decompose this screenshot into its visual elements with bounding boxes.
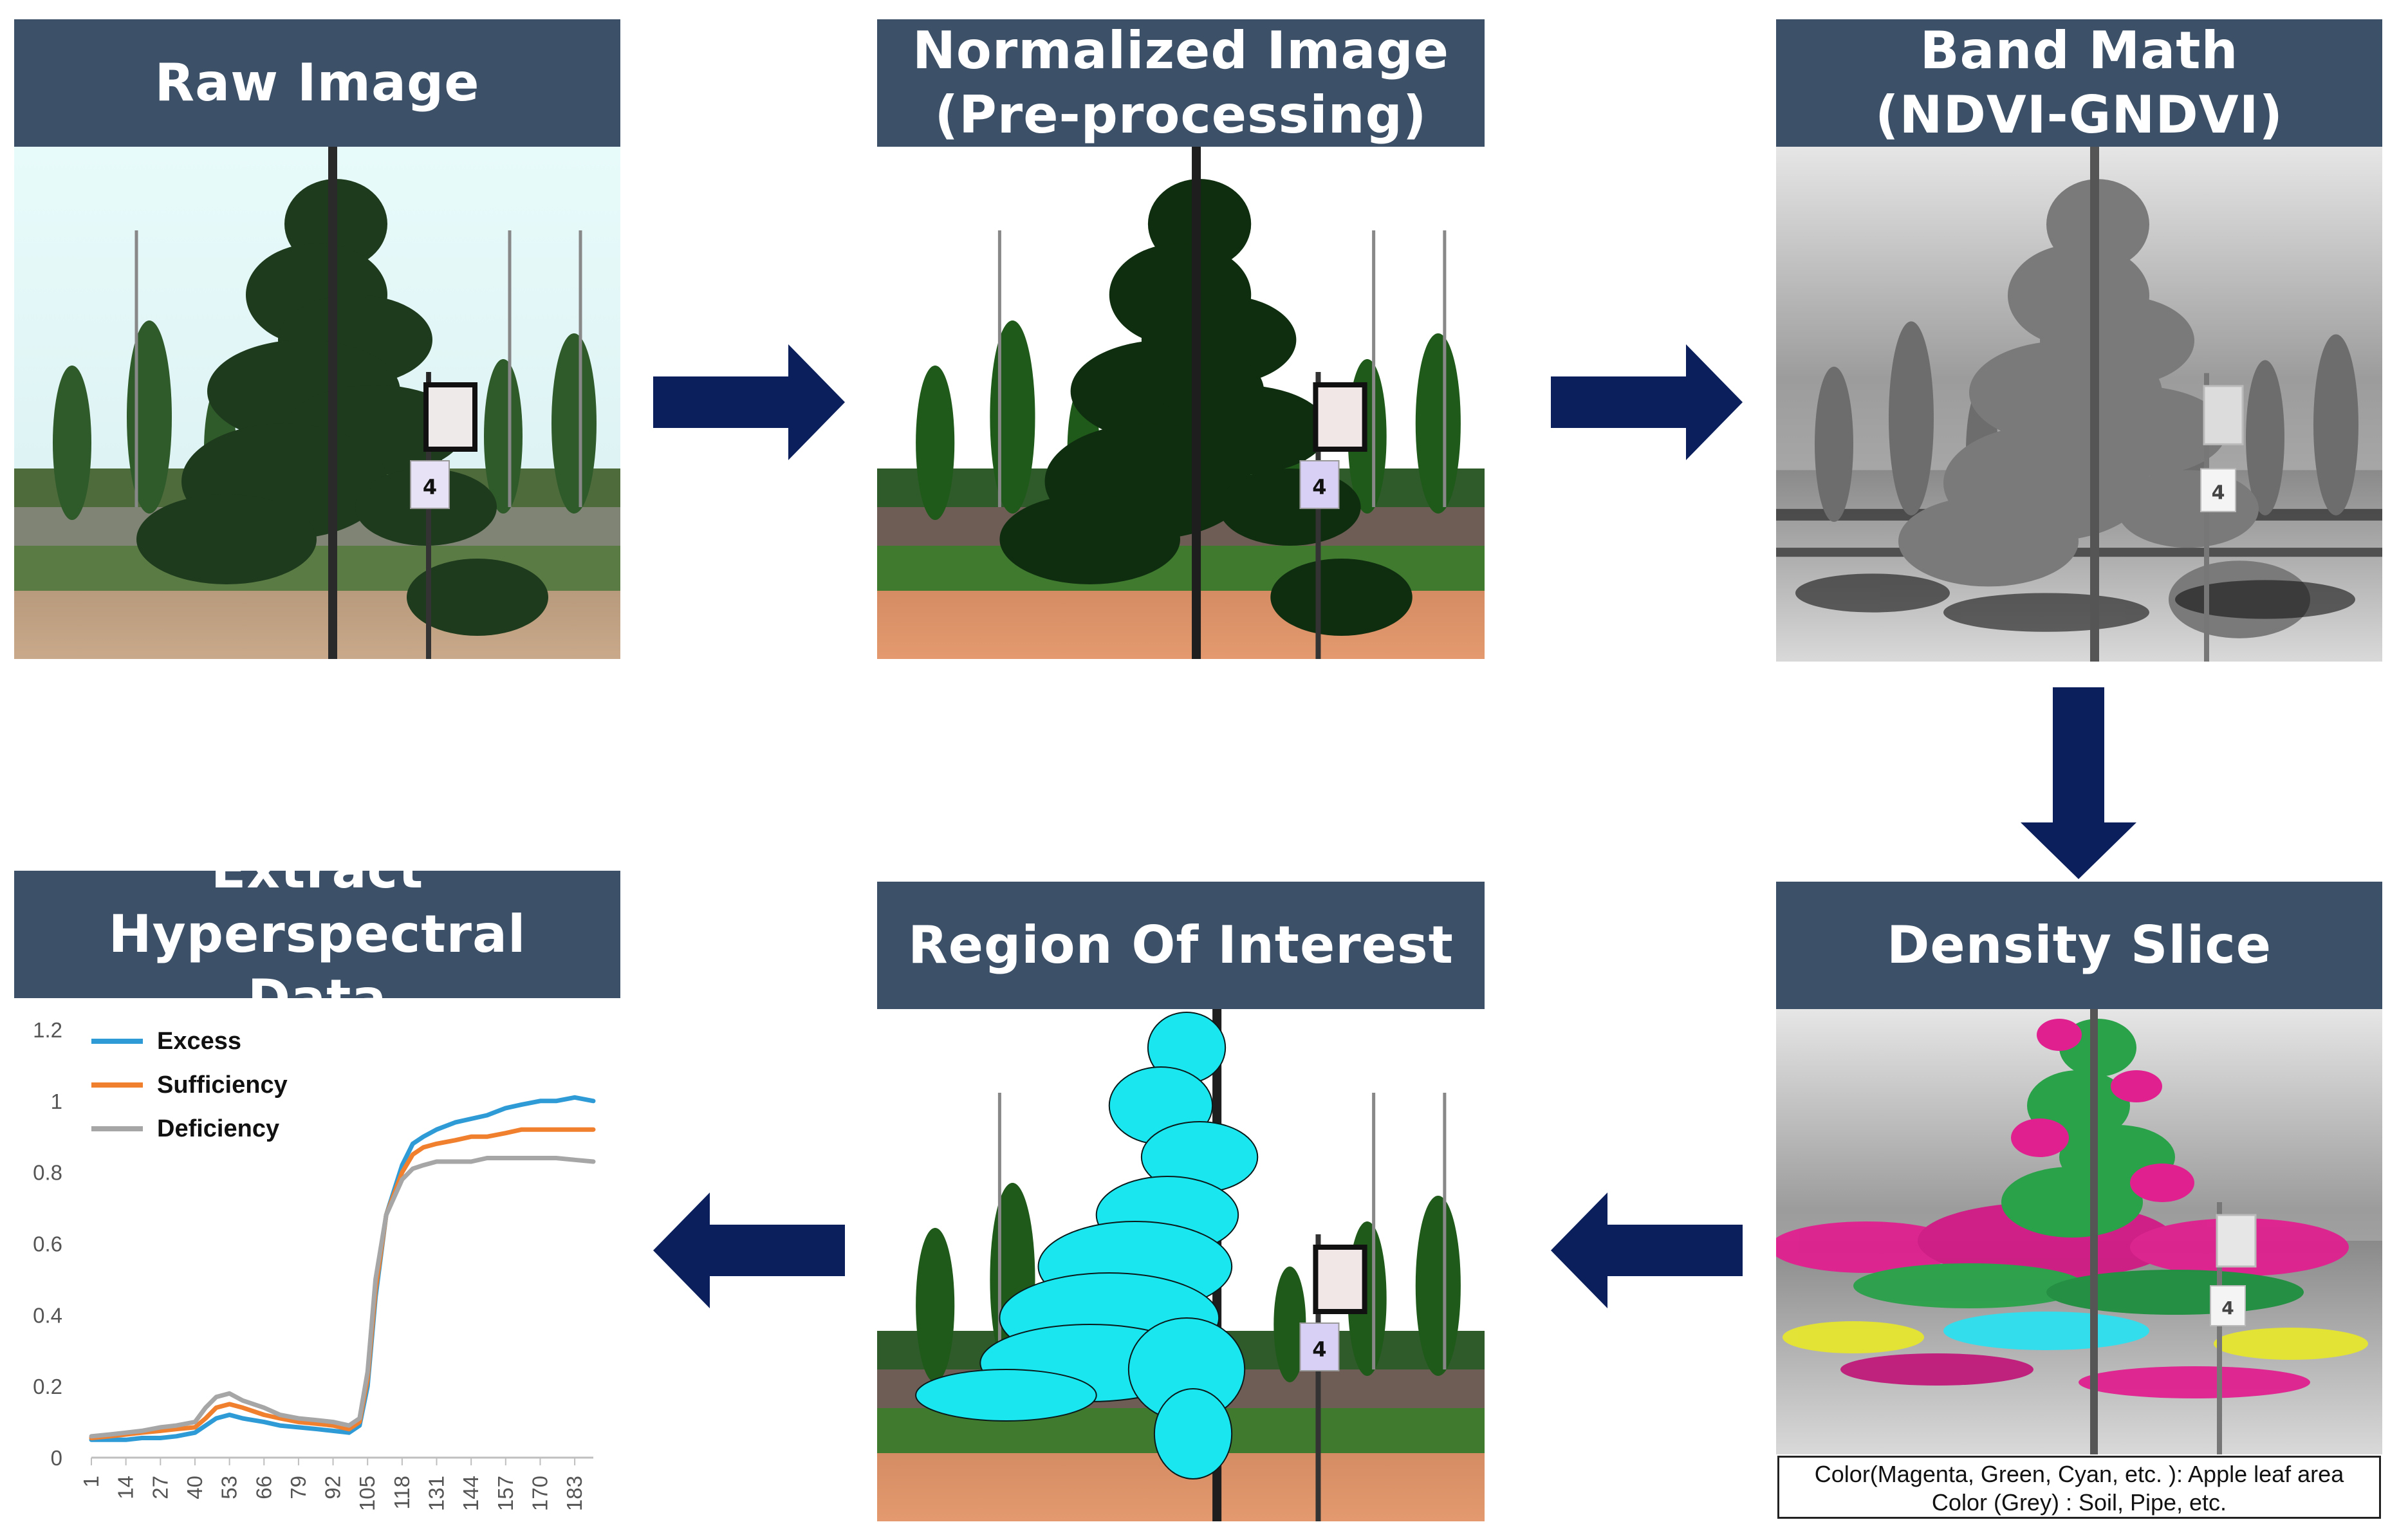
title-band-math: Band Math (NDVI-GNDVI) bbox=[1776, 19, 2382, 147]
y-tick-label: 1.2 bbox=[33, 1018, 62, 1042]
y-tick-label: 1 bbox=[51, 1090, 62, 1113]
title-normalized-image: Normalized Image (Pre-processing) bbox=[877, 19, 1485, 147]
y-tick-label: 0.8 bbox=[33, 1161, 62, 1185]
arrow-down bbox=[2021, 687, 2136, 879]
roi-image: 4 bbox=[877, 1009, 1485, 1521]
raw-image: 4 bbox=[14, 147, 620, 659]
y-tick-label: 0.4 bbox=[33, 1303, 62, 1327]
title-extract-line2: Data bbox=[247, 969, 387, 1028]
x-tick-label: 157 bbox=[494, 1476, 517, 1511]
caption-soil-pipe: Color (Grey) : Soil, Pipe, etc. bbox=[1931, 1489, 2227, 1516]
tag-number: 4 bbox=[2212, 482, 2225, 505]
x-tick-label: 92 bbox=[321, 1476, 345, 1499]
x-tick-label: 131 bbox=[425, 1476, 449, 1511]
roi-leaf-mask bbox=[915, 1012, 1259, 1480]
title-extract-line1: Extract Hyperspectral bbox=[108, 840, 526, 964]
y-tick-label: 0.2 bbox=[33, 1375, 62, 1398]
arrow-left-1 bbox=[1551, 1192, 1743, 1308]
x-tick-label: 14 bbox=[114, 1476, 138, 1499]
title-raw-image-text: Raw Image bbox=[154, 53, 480, 113]
series-line-deficiency bbox=[89, 1156, 596, 1439]
title-roi-text: Region Of Interest bbox=[908, 915, 1454, 975]
x-tick-label: 1 bbox=[79, 1476, 103, 1487]
title-density-slice: Density Slice bbox=[1776, 882, 2382, 1009]
band-math-image: 4 bbox=[1776, 147, 2382, 662]
x-tick-label: 105 bbox=[355, 1476, 379, 1511]
title-region-of-interest: Region Of Interest bbox=[877, 882, 1485, 1009]
x-tick-label: 27 bbox=[148, 1476, 172, 1499]
title-normalized-line1: Normalized Image bbox=[912, 21, 1450, 80]
legend-label-excess: Excess bbox=[157, 1028, 241, 1055]
density-slice-image: 4 bbox=[1776, 1009, 2382, 1454]
arrow-left-2 bbox=[653, 1192, 845, 1308]
y-tick-label: 0.6 bbox=[33, 1232, 62, 1256]
normalized-image: 4 bbox=[877, 147, 1485, 659]
arrow-right-1 bbox=[653, 344, 845, 460]
caption-leaf-area: Color(Magenta, Green, Cyan, etc. ): Appl… bbox=[1814, 1461, 2344, 1487]
title-raw-image: Raw Image bbox=[14, 19, 620, 147]
density-slice-legend-caption: Color(Magenta, Green, Cyan, etc. ): Appl… bbox=[1777, 1456, 2381, 1519]
x-tick-label: 118 bbox=[390, 1476, 414, 1510]
x-tick-label: 183 bbox=[562, 1476, 586, 1511]
legend-label-deficiency: Deficiency bbox=[157, 1115, 279, 1142]
title-band-math-line2: (NDVI-GNDVI) bbox=[1875, 85, 2284, 145]
title-extract-hyperspectral: Extract Hyperspectral Data bbox=[14, 840, 620, 1028]
y-tick-label: 0 bbox=[51, 1446, 62, 1470]
title-density-slice-text: Density Slice bbox=[1886, 915, 2272, 975]
x-tick-label: 170 bbox=[528, 1476, 551, 1511]
series-line-excess bbox=[89, 1095, 596, 1442]
series-line-sufficiency bbox=[89, 1127, 596, 1440]
tag-number: 4 bbox=[2221, 1297, 2234, 1319]
legend-label-sufficiency: Sufficiency bbox=[157, 1072, 288, 1099]
spectral-line-chart: 0 0.2 0.4 0.6 0.8 1 1.2 1 14 27 40 53 66 79 92 105 118 1… bbox=[14, 1004, 620, 1532]
x-tick-label: 53 bbox=[218, 1476, 241, 1499]
title-normalized-line2: (Pre-processing) bbox=[934, 85, 1427, 145]
title-band-math-line1: Band Math bbox=[1920, 21, 2239, 80]
tag-number: 4 bbox=[423, 475, 437, 499]
x-tick-label: 66 bbox=[252, 1476, 275, 1499]
x-tick-label: 79 bbox=[286, 1476, 310, 1499]
tag-number: 4 bbox=[1312, 1337, 1326, 1362]
x-tick-label: 40 bbox=[183, 1476, 207, 1499]
arrow-right-2 bbox=[1551, 344, 1743, 460]
x-tick-label: 144 bbox=[459, 1476, 483, 1511]
tag-number: 4 bbox=[1312, 475, 1326, 499]
